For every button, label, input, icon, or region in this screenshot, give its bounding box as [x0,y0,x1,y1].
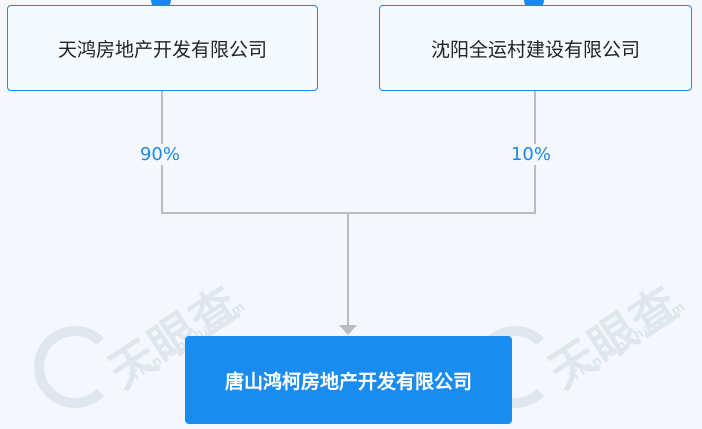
watermark-brand: 天眼查 [538,275,690,399]
watermark-logo-icon [34,326,116,408]
shareholder-node[interactable]: 沈阳全运村建设有限公司 [379,5,692,91]
connector-line [347,212,349,326]
shareholder-name: 沈阳全运村建设有限公司 [430,38,640,61]
shareholder-name: 天鸿房地产开发有限公司 [57,38,267,61]
target-company-node[interactable]: 唐山鸿柯房地产开发有限公司 [185,336,512,424]
share-percent-label: 90% [128,144,192,165]
arrow-down-icon [339,325,357,335]
watermark-domain: TianYanCha.com [568,298,689,385]
shareholder-node[interactable]: 天鸿房地产开发有限公司 [7,5,318,91]
target-company-name: 唐山鸿柯房地产开发有限公司 [224,370,472,393]
share-percent-label: 10% [499,144,563,165]
